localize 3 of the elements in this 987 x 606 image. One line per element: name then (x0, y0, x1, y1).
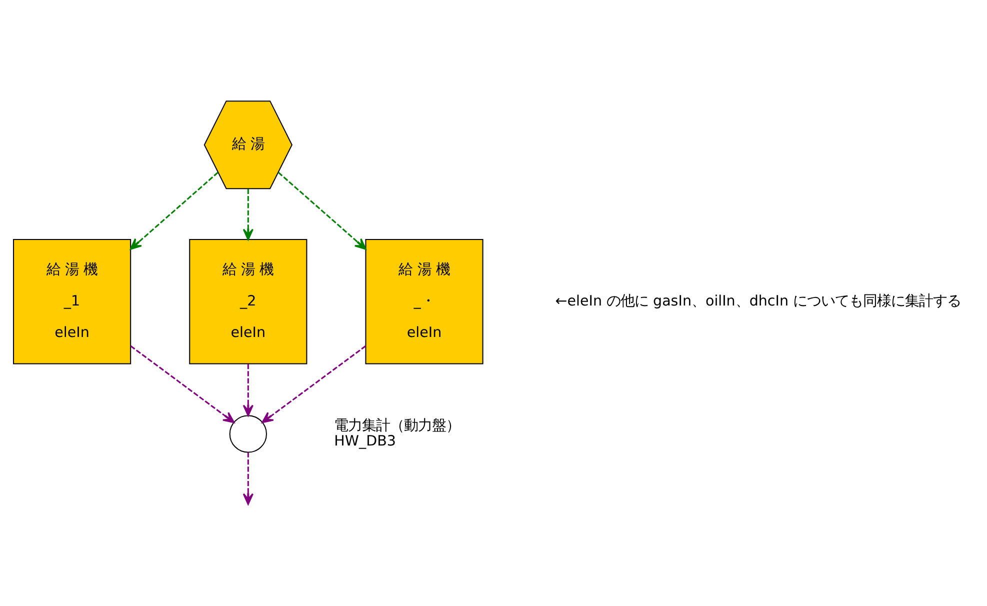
node-label: 電力集計（動力盤） (334, 418, 460, 434)
label: ←eleIn の他に gasIn、oilIn、dhcIn についても同様に集計する (554, 293, 961, 310)
node-label: HW_DB3 (334, 433, 396, 450)
